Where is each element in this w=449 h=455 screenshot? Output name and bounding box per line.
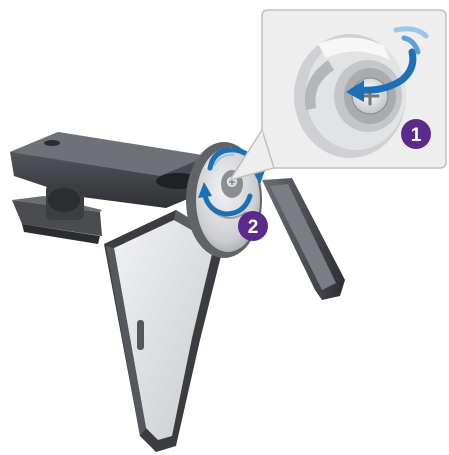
step-2-badge: 2 [238,211,268,241]
detail-callout: 1 [228,9,447,182]
callout-hub-closeup [294,34,406,158]
callout-rotate-arrow-icon [346,26,429,102]
stand-clamp-bracket [12,184,102,244]
stand-front-leg [104,210,222,452]
stand-rear-leg [262,178,345,300]
stand: 2 [10,132,345,452]
step-1-badge: 1 [401,119,431,149]
svg-text:1: 1 [411,125,422,146]
svg-text:2: 2 [248,217,259,238]
